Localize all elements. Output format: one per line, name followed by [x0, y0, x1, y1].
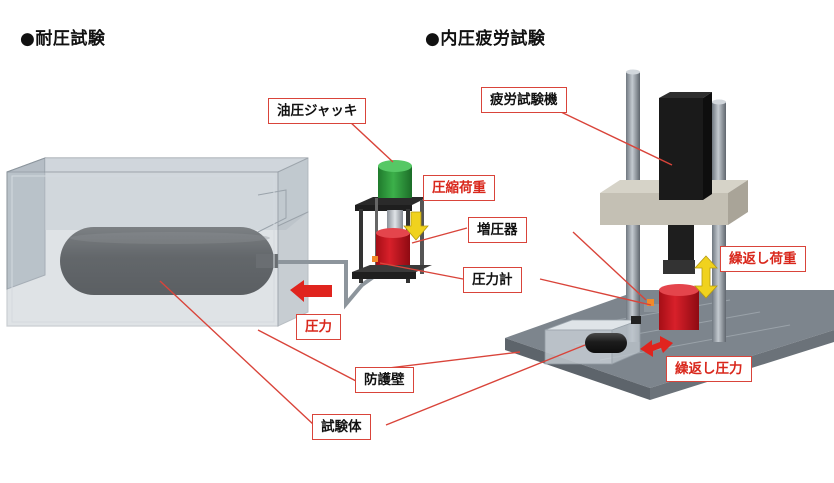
tank-front	[6, 157, 309, 327]
cyclic-pressure-arrow	[640, 336, 673, 357]
heading-fatigue-test: ●内圧疲労試験	[425, 29, 546, 49]
heading-pressure-test: ●耐圧試験	[20, 29, 106, 49]
cyclic-load-arrow	[694, 255, 718, 299]
label-cyclic-pressure: 繰返し圧力	[666, 356, 752, 382]
label-compressive-load: 圧縮荷重	[423, 175, 495, 201]
label-protective-wall: 防護壁	[355, 367, 414, 393]
actuator	[659, 92, 712, 274]
intensifier-body	[372, 228, 410, 265]
label-specimen: 試験体	[312, 414, 371, 440]
label-pressure-gauge: 圧力計	[463, 267, 522, 293]
label-pressure: 圧力	[296, 314, 341, 340]
hydraulic-jack-body	[378, 160, 412, 232]
leader-lines	[159, 111, 673, 426]
fatigue-intensifier	[644, 284, 699, 330]
label-cyclic-load: 繰返し荷重	[720, 246, 806, 272]
pressure-arrow	[290, 280, 332, 302]
label-fatigue-machine: 疲労試験機	[481, 87, 567, 113]
label-intensifier: 増圧器	[468, 217, 527, 243]
label-hydraulic-jack: 油圧ジャッキ	[268, 98, 367, 124]
specimen-cylinder	[60, 227, 278, 295]
compressive-load-arrow	[403, 211, 429, 241]
pipe-left	[278, 260, 388, 310]
